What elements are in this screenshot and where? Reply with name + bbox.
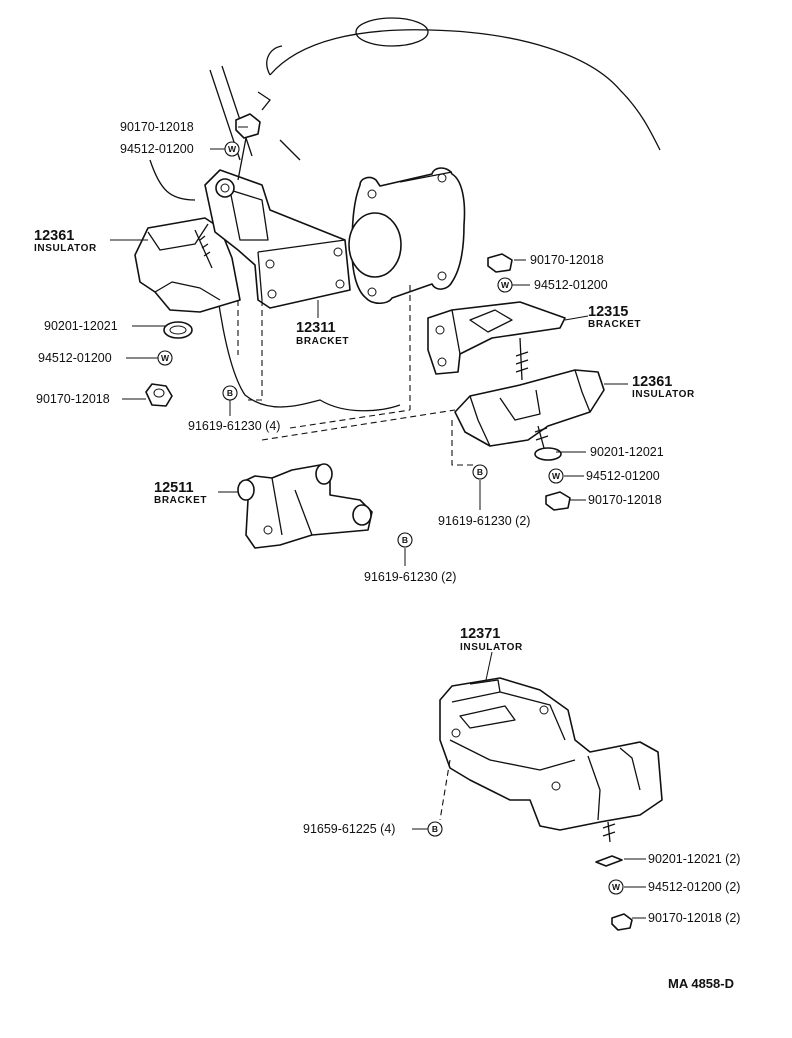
svg-text:B: B [402, 535, 408, 545]
top-bolt [235, 113, 261, 181]
label-90170-12018-b: 90170-12018 [36, 392, 110, 406]
insulator-12361-right [454, 369, 605, 449]
label-94512-01200-c: 94512-01200 [534, 278, 608, 292]
svg-text:W: W [161, 353, 170, 363]
label-94512-01200-d: 94512-01200 [586, 469, 660, 483]
right-small-parts [487, 253, 571, 511]
svg-text:B: B [477, 467, 483, 477]
insulator-12361-left [134, 217, 241, 313]
label-91619-61230-2a: 91619-61230 (2) [438, 514, 530, 528]
label-94512-01200-2: 94512-01200 (2) [648, 880, 740, 894]
svg-text:B: B [432, 824, 438, 834]
label-insulator-left: INSULATOR [34, 243, 97, 254]
washer-symbol-4: W [548, 468, 564, 484]
part-labels: 90170-12018 94512-01200 12361 INSULATOR … [34, 120, 740, 991]
label-12311: 12311 [296, 320, 336, 336]
transmission-housing [348, 167, 466, 305]
label-90170-12018-a: 90170-12018 [120, 120, 194, 134]
alignment-lines-left [237, 285, 456, 441]
bottom-small-parts [595, 855, 633, 931]
label-bracket-12311: BRACKET [296, 336, 349, 347]
svg-text:W: W [552, 471, 561, 481]
label-90170-12018-d: 90170-12018 [588, 493, 662, 507]
label-91659-61225-4: 91659-61225 (4) [303, 822, 395, 836]
leader-lines [110, 126, 646, 919]
bolt-symbol-4: B [427, 821, 443, 837]
label-90170-12018-2: 90170-12018 (2) [648, 911, 740, 925]
washer-symbol-5: W [608, 879, 624, 895]
label-12371: 12371 [460, 626, 500, 642]
engine-block-outline [149, 17, 661, 412]
bolt-symbol-3: B [397, 532, 413, 548]
svg-text:W: W [612, 882, 621, 892]
washer-symbol-2: W [157, 350, 173, 366]
bracket-12315 [427, 301, 566, 381]
label-12361-left: 12361 [34, 228, 74, 244]
label-94512-01200-b: 94512-01200 [38, 351, 112, 365]
drawing-reference: MA 4858-D [668, 976, 734, 991]
washer-symbol-1: W [224, 141, 240, 157]
svg-text:W: W [501, 280, 510, 290]
label-bracket-12511: BRACKET [154, 495, 207, 506]
label-91619-61230-4: 91619-61230 (4) [188, 419, 280, 433]
label-12361-right: 12361 [632, 374, 672, 390]
bolt-symbol-1: B [222, 385, 238, 401]
label-90201-12021-2: 90201-12021 (2) [648, 852, 740, 866]
label-12511: 12511 [154, 480, 194, 496]
bracket-12511 [237, 463, 373, 549]
label-12315: 12315 [588, 304, 628, 320]
label-90170-12018-c: 90170-12018 [530, 253, 604, 267]
label-bracket-12315: BRACKET [588, 319, 641, 330]
label-94512-01200-a: 94512-01200 [120, 142, 194, 156]
svg-text:W: W [228, 144, 237, 154]
svg-text:B: B [227, 388, 233, 398]
bolt-symbol-2: B [472, 464, 488, 480]
label-90201-12021-b: 90201-12021 [590, 445, 664, 459]
bracket-12311 [204, 169, 351, 309]
label-insulator-right: INSULATOR [632, 389, 695, 400]
alignment-lines-right [451, 420, 475, 466]
label-insulator-12371: INSULATOR [460, 642, 523, 653]
insulator-12371 [439, 677, 663, 843]
label-90201-12021-a: 90201-12021 [44, 319, 118, 333]
left-small-parts [145, 321, 193, 407]
label-91619-61230-2b: 91619-61230 (2) [364, 570, 456, 584]
washer-symbol-3: W [497, 277, 513, 293]
